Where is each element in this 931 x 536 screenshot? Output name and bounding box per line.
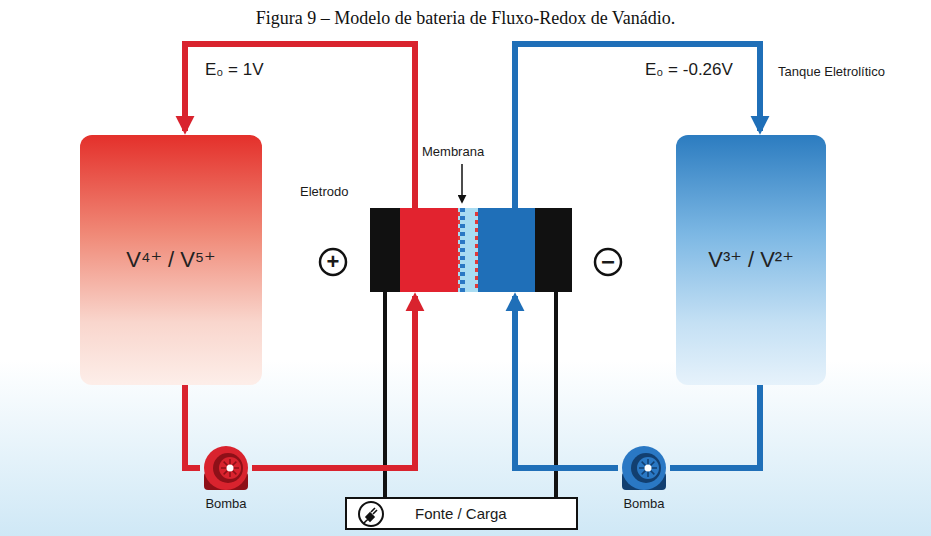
electrolyte-pipe — [670, 385, 760, 468]
figure-title: Figura 9 – Modelo de bateria de Fluxo-Re… — [0, 8, 931, 29]
electrode — [535, 208, 572, 292]
tank-label: Tanque Eletrolítico — [778, 64, 885, 79]
ion-pair: V³⁺ / V²⁺ — [708, 247, 794, 273]
electrolyte-tank: V⁴⁺ / V⁵⁺ — [80, 135, 262, 385]
pump-symbol — [200, 442, 252, 494]
terminal-sign: − — [595, 249, 621, 275]
electrode — [370, 208, 400, 292]
leader-line — [461, 164, 463, 202]
electrolyte-tank: V³⁺ / V²⁺ — [676, 135, 826, 385]
ion-pair: V⁴⁺ / V⁵⁺ — [126, 247, 215, 273]
pump-label: Bomba — [598, 496, 690, 511]
positive-half-cell — [400, 208, 458, 292]
terminal-symbol — [595, 249, 621, 275]
source-load-box: Fonte / Carga — [345, 497, 578, 530]
negative-half-cell — [478, 208, 535, 292]
terminal-sign: + — [320, 249, 346, 275]
electrolyte-pipe — [515, 296, 618, 468]
electrolyte-pipe — [252, 296, 415, 468]
background-band — [0, 360, 931, 536]
membrane — [458, 208, 478, 292]
potential-label: E₀ = 1V — [205, 60, 264, 80]
pump: Bomba — [618, 442, 670, 494]
pump-label: Bomba — [180, 496, 272, 511]
membrane-label: Membrana — [422, 144, 484, 159]
electrolyte-pipe — [185, 385, 200, 468]
pump: Bomba — [200, 442, 252, 494]
plug-icon — [357, 500, 385, 528]
electrode-label: Eletrodo — [300, 184, 348, 199]
potential-label: E₀ = -0.26V — [645, 60, 733, 80]
box-label: Fonte / Carga — [415, 505, 507, 522]
terminal-symbol — [320, 249, 346, 275]
pump-symbol — [618, 442, 670, 494]
